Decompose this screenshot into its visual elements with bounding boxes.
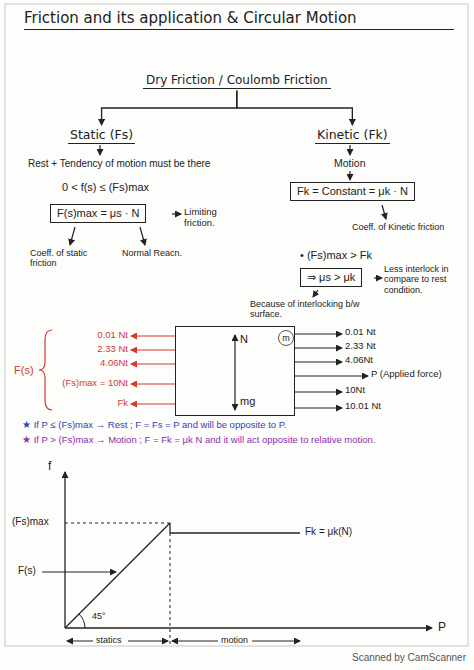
note-text: 45° [92, 611, 122, 621]
page-border [5, 4, 468, 646]
branch-node: Static (Fs) [68, 126, 135, 144]
node-label: mg [240, 395, 255, 408]
node-text: m [278, 330, 294, 346]
note-text: Fk [48, 398, 128, 409]
note-text: (Fs)max [12, 516, 64, 528]
friction-arrows [39, 330, 175, 410]
note-text: Normal Reacn. [122, 248, 184, 258]
note-text: Because of interlocking b/w surface. [250, 299, 375, 320]
node-text: Dry Friction / Coulomb Friction [146, 73, 328, 87]
note-text: Fk = μk(N) [305, 526, 415, 538]
node-text: ⇒ μs > μk [307, 271, 355, 284]
note-text: f [48, 460, 68, 474]
note-text: 0.01 Nt [48, 330, 128, 341]
note-text: 2.33 Nt [345, 341, 415, 352]
note-text: statics [96, 635, 128, 645]
note-text: 10.01 Nt [345, 401, 415, 412]
note-text: 0.01 Nt [345, 327, 415, 338]
note-text: • (Fs)max > Fk [300, 249, 430, 262]
node-text: Kinetic (Fk) [317, 127, 388, 142]
formula-box: F(s)max = μs · N [50, 204, 146, 223]
note-text: P (Applied force) [371, 369, 471, 380]
formula-box: Fk = Constant = μk · N [290, 182, 415, 201]
note-text: Scanned by CamScanner [352, 652, 470, 664]
formula-box: ⇒ μs > μk [300, 268, 362, 287]
note-text: ★ If P > (Fs)max → Motion ; F = Fk = μk … [22, 435, 470, 446]
note-text: ★ If P ≤ (Fs)max → Rest ; F = Fs = P and… [22, 420, 470, 431]
node-text: F(s)max = μs · N [57, 207, 139, 220]
note-text: P [438, 621, 458, 635]
note-text: Motion [334, 157, 394, 169]
mass-block: m Nmg [175, 326, 295, 416]
branch-node: Kinetic (Fk) [315, 126, 390, 144]
node-text: Static (Fs) [70, 127, 133, 142]
note-text: 0 < f(s) ≤ (Fs)max [62, 181, 212, 194]
note-text: (Fs)max = 10Nt [38, 378, 128, 389]
node-label: N [240, 333, 248, 346]
note-text: 2.33 Nt [48, 344, 128, 355]
brace [39, 330, 52, 410]
note-text: 4.06Nt [345, 355, 415, 366]
note-text: 10Nt [345, 385, 415, 396]
tree-connector [102, 90, 237, 125]
node-text: Fk = Constant = μk · N [297, 185, 408, 198]
note-text: Coeff. of static friction [30, 248, 104, 269]
page-title: Friction and its application & Circular … [24, 10, 454, 30]
friction-graph [42, 472, 432, 646]
note-text: Coeff. of Kinetic friction [352, 222, 452, 232]
note-text: Rest + Tendency of motion must be there [28, 158, 248, 170]
note-text: Limiting friction. [184, 207, 246, 229]
note-text: Less interlock in compare to rest condit… [384, 264, 468, 295]
note-text: 4.06Nt [48, 358, 128, 369]
heading-node: Dry Friction / Coulomb Friction [143, 72, 331, 89]
tree-connector [237, 90, 353, 125]
note-text: motion [221, 635, 253, 645]
note-text: F(s) [14, 364, 44, 377]
note-text: F(s) [18, 565, 44, 577]
